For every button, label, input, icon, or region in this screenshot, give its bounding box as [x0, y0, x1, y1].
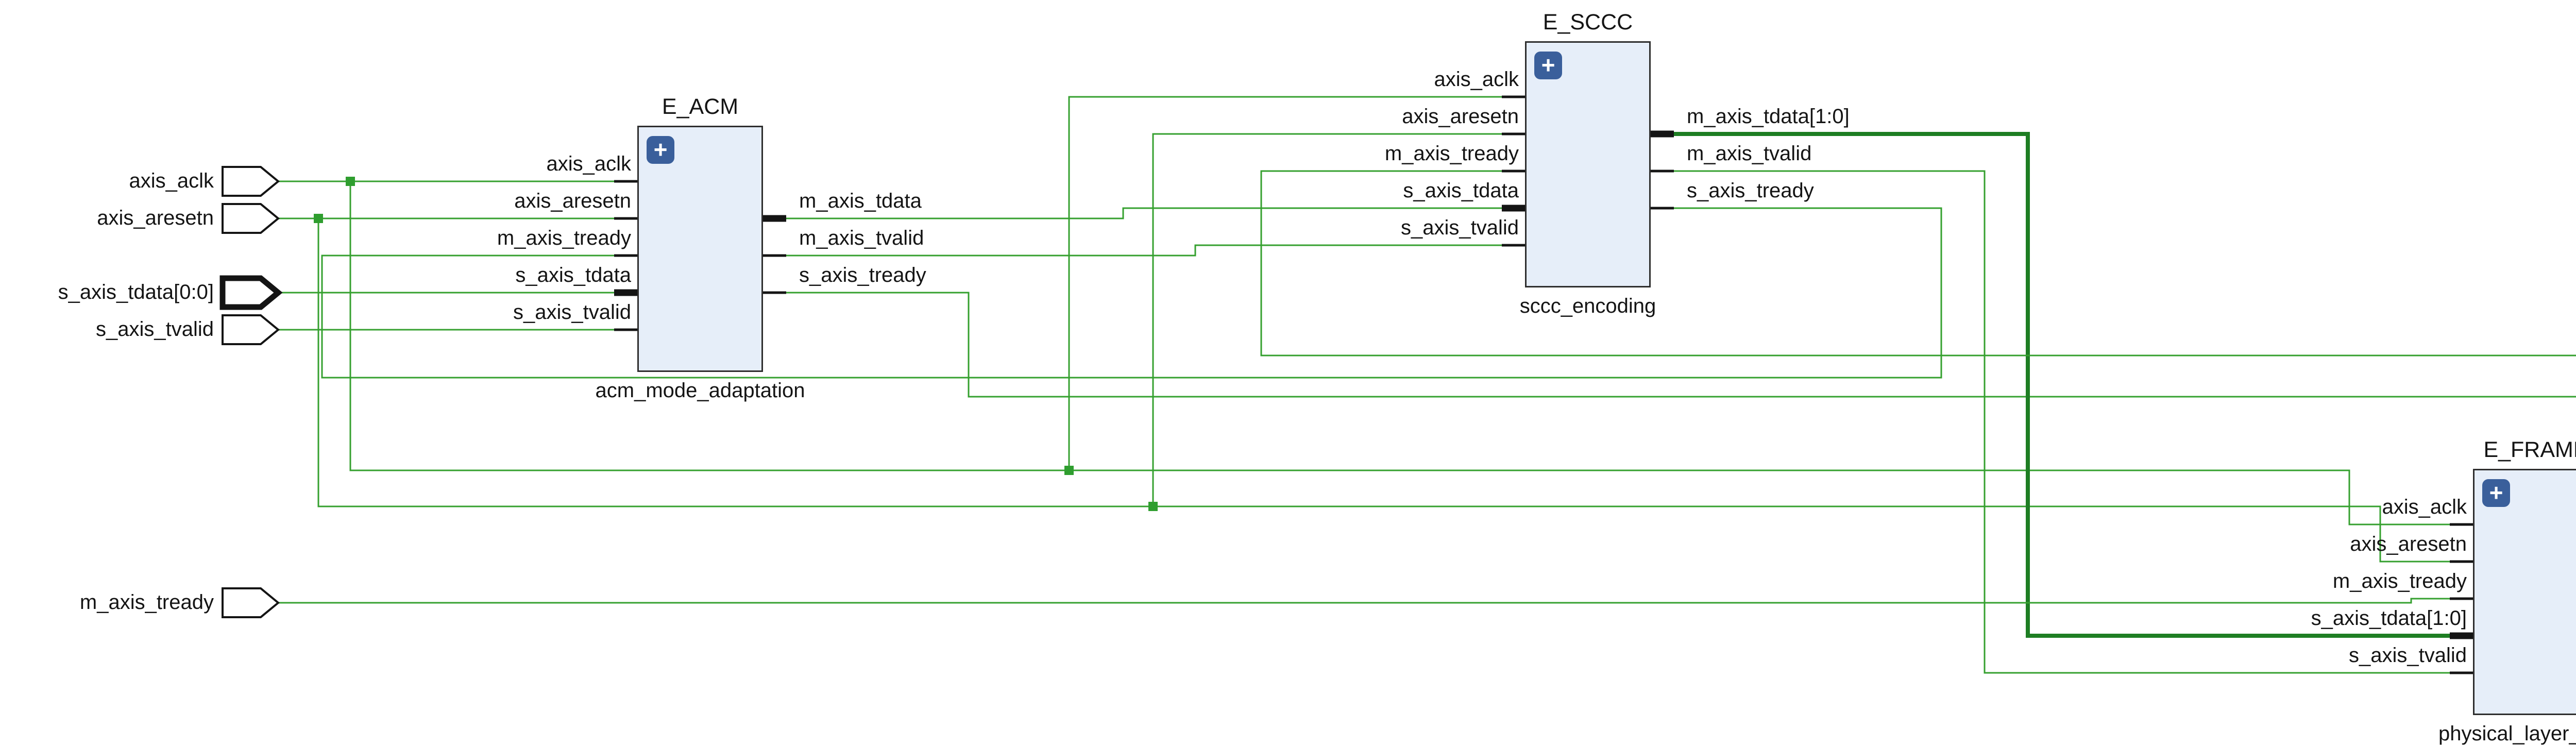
pin-label-e_sccc-s_axis_tvalid: s_axis_tvalid — [1400, 216, 1519, 239]
pin-stub-e_frame-axis_aclk[interactable] — [2450, 523, 2487, 526]
pin-stub-e_sccc-m_axis_tvalid[interactable] — [1637, 169, 1674, 173]
net-sccc_tdata-to-frame[interactable] — [1668, 132, 2451, 638]
net-acm_tdata-to-sccc[interactable] — [780, 207, 1503, 219]
pin-label-e_acm-axis_aresetn: axis_aresetn — [514, 190, 631, 212]
pin-stub-e_frame-m_axis_tready[interactable] — [2450, 597, 2487, 600]
net-junction-dot — [346, 177, 355, 186]
pin-label-e_sccc-s_axis_tdata: s_axis_tdata — [1403, 179, 1519, 202]
port-arrow-axis_aresetn[interactable] — [222, 203, 280, 234]
net-axis_aclk-to-sccc[interactable] — [1068, 96, 1503, 470]
pin-stub-e_acm-m_axis_tvalid[interactable] — [749, 254, 786, 257]
net-sccc_tready-to-acm[interactable] — [321, 207, 1942, 379]
expand-plus-icon-e_frame[interactable]: + — [2482, 479, 2510, 507]
port-arrow-s_axis_tdata[0:0][interactable] — [219, 275, 283, 310]
net-junction-dot — [1148, 502, 1158, 511]
port-arrow-m_axis_tready[interactable] — [222, 587, 280, 618]
pin-label-e_sccc-m_axis_tdata[1:0]: m_axis_tdata[1:0] — [1687, 105, 1850, 128]
pin-stub-e_frame-axis_aresetn[interactable] — [2450, 560, 2487, 563]
pin-stub-e_sccc-s_axis_tvalid[interactable] — [1502, 244, 1539, 247]
block-title-e_frame: E_FRAME — [2483, 437, 2576, 462]
block-subtitle-e_sccc: sccc_encoding — [1519, 295, 1656, 317]
net-acm_tready-to-port[interactable] — [780, 292, 2576, 398]
port-label-s_axis_tdata[0:0]: s_axis_tdata[0:0] — [58, 281, 214, 303]
net-axis_aresetn-to-sccc[interactable] — [1152, 133, 1503, 506]
port-label-s_axis_tvalid: s_axis_tvalid — [95, 318, 214, 341]
net-m_axis_tready-to-frame[interactable] — [278, 598, 2451, 604]
pin-label-e_acm-m_axis_tdata: m_axis_tdata — [799, 190, 922, 212]
pin-label-e_acm-s_axis_tready: s_axis_tready — [799, 264, 926, 286]
pin-stub-e_sccc-m_axis_tready[interactable] — [1502, 169, 1539, 173]
pin-label-e_acm-m_axis_tready: m_axis_tready — [497, 227, 631, 249]
port-arrow-axis_aclk[interactable] — [222, 166, 280, 197]
expand-plus-icon-e_sccc[interactable]: + — [1534, 52, 1562, 79]
pin-label-e_sccc-axis_aclk: axis_aclk — [1434, 68, 1519, 91]
pin-label-e_sccc-s_axis_tready: s_axis_tready — [1687, 179, 1814, 202]
pin-stub-e_acm-s_axis_tready[interactable] — [749, 291, 786, 294]
pin-label-e_acm-m_axis_tvalid: m_axis_tvalid — [799, 227, 924, 249]
block-title-e_acm: E_ACM — [662, 94, 739, 119]
port-arrow-s_axis_tvalid[interactable] — [222, 314, 280, 345]
pin-label-e_sccc-m_axis_tvalid: m_axis_tvalid — [1687, 142, 1812, 165]
net-junction-dot — [1064, 466, 1074, 475]
pin-stub-e_acm-axis_aresetn[interactable] — [614, 217, 651, 220]
pin-stub-e_acm-s_axis_tvalid[interactable] — [614, 328, 651, 331]
pin-label-e_frame-axis_aclk: axis_aclk — [2382, 496, 2467, 518]
net-sccc_tvalid-to-frame[interactable] — [1668, 170, 2451, 674]
block-subtitle-e_acm: acm_mode_adaptation — [595, 379, 805, 402]
pin-label-e_frame-s_axis_tvalid: s_axis_tvalid — [2348, 644, 2467, 667]
pin-stub-e_sccc-axis_aresetn[interactable] — [1502, 132, 1539, 135]
pin-stub-e_frame-s_axis_tvalid[interactable] — [2450, 671, 2487, 674]
block-title-e_sccc: E_SCCC — [1543, 10, 1633, 35]
pin-label-e_sccc-axis_aresetn: axis_aresetn — [1402, 105, 1519, 128]
net-axis_aclk-to-frame[interactable] — [349, 181, 2451, 525]
expand-plus-icon-e_acm[interactable]: + — [647, 136, 674, 164]
pin-label-e_frame-s_axis_tdata[1:0]: s_axis_tdata[1:0] — [2311, 607, 2467, 630]
ip-block-e_acm[interactable] — [637, 126, 763, 372]
pin-label-e_acm-s_axis_tdata: s_axis_tdata — [515, 264, 631, 286]
block-subtitle-e_frame: physical_layer_frame — [2438, 722, 2576, 745]
ip-block-e_sccc[interactable] — [1525, 41, 1651, 287]
pin-stub-e_sccc-axis_aclk[interactable] — [1502, 95, 1539, 98]
ip-block-e_frame[interactable] — [2473, 469, 2576, 715]
pin-stub-e_acm-m_axis_tready[interactable] — [614, 254, 651, 257]
port-label-axis_aresetn: axis_aresetn — [97, 207, 214, 229]
net-junction-dot — [314, 214, 323, 223]
pin-label-e_frame-m_axis_tready: m_axis_tready — [2332, 570, 2467, 592]
net-acm_tvalid-to-sccc[interactable] — [780, 244, 1503, 257]
pin-label-e_acm-axis_aclk: axis_aclk — [546, 152, 631, 175]
pin-stub-e_sccc-s_axis_tready[interactable] — [1637, 207, 1674, 210]
pin-label-e_sccc-m_axis_tready: m_axis_tready — [1384, 142, 1519, 165]
net-frame_tready-to-sccc[interactable] — [1260, 170, 2576, 636]
pin-label-e_acm-s_axis_tvalid: s_axis_tvalid — [513, 301, 631, 324]
pin-stub-e_acm-axis_aclk[interactable] — [614, 180, 651, 183]
port-label-m_axis_tready: m_axis_tready — [79, 591, 214, 614]
port-label-axis_aclk: axis_aclk — [129, 169, 214, 192]
net-axis_aresetn-to-frame[interactable] — [317, 218, 2451, 563]
pin-label-e_frame-axis_aresetn: axis_aresetn — [2350, 533, 2467, 555]
